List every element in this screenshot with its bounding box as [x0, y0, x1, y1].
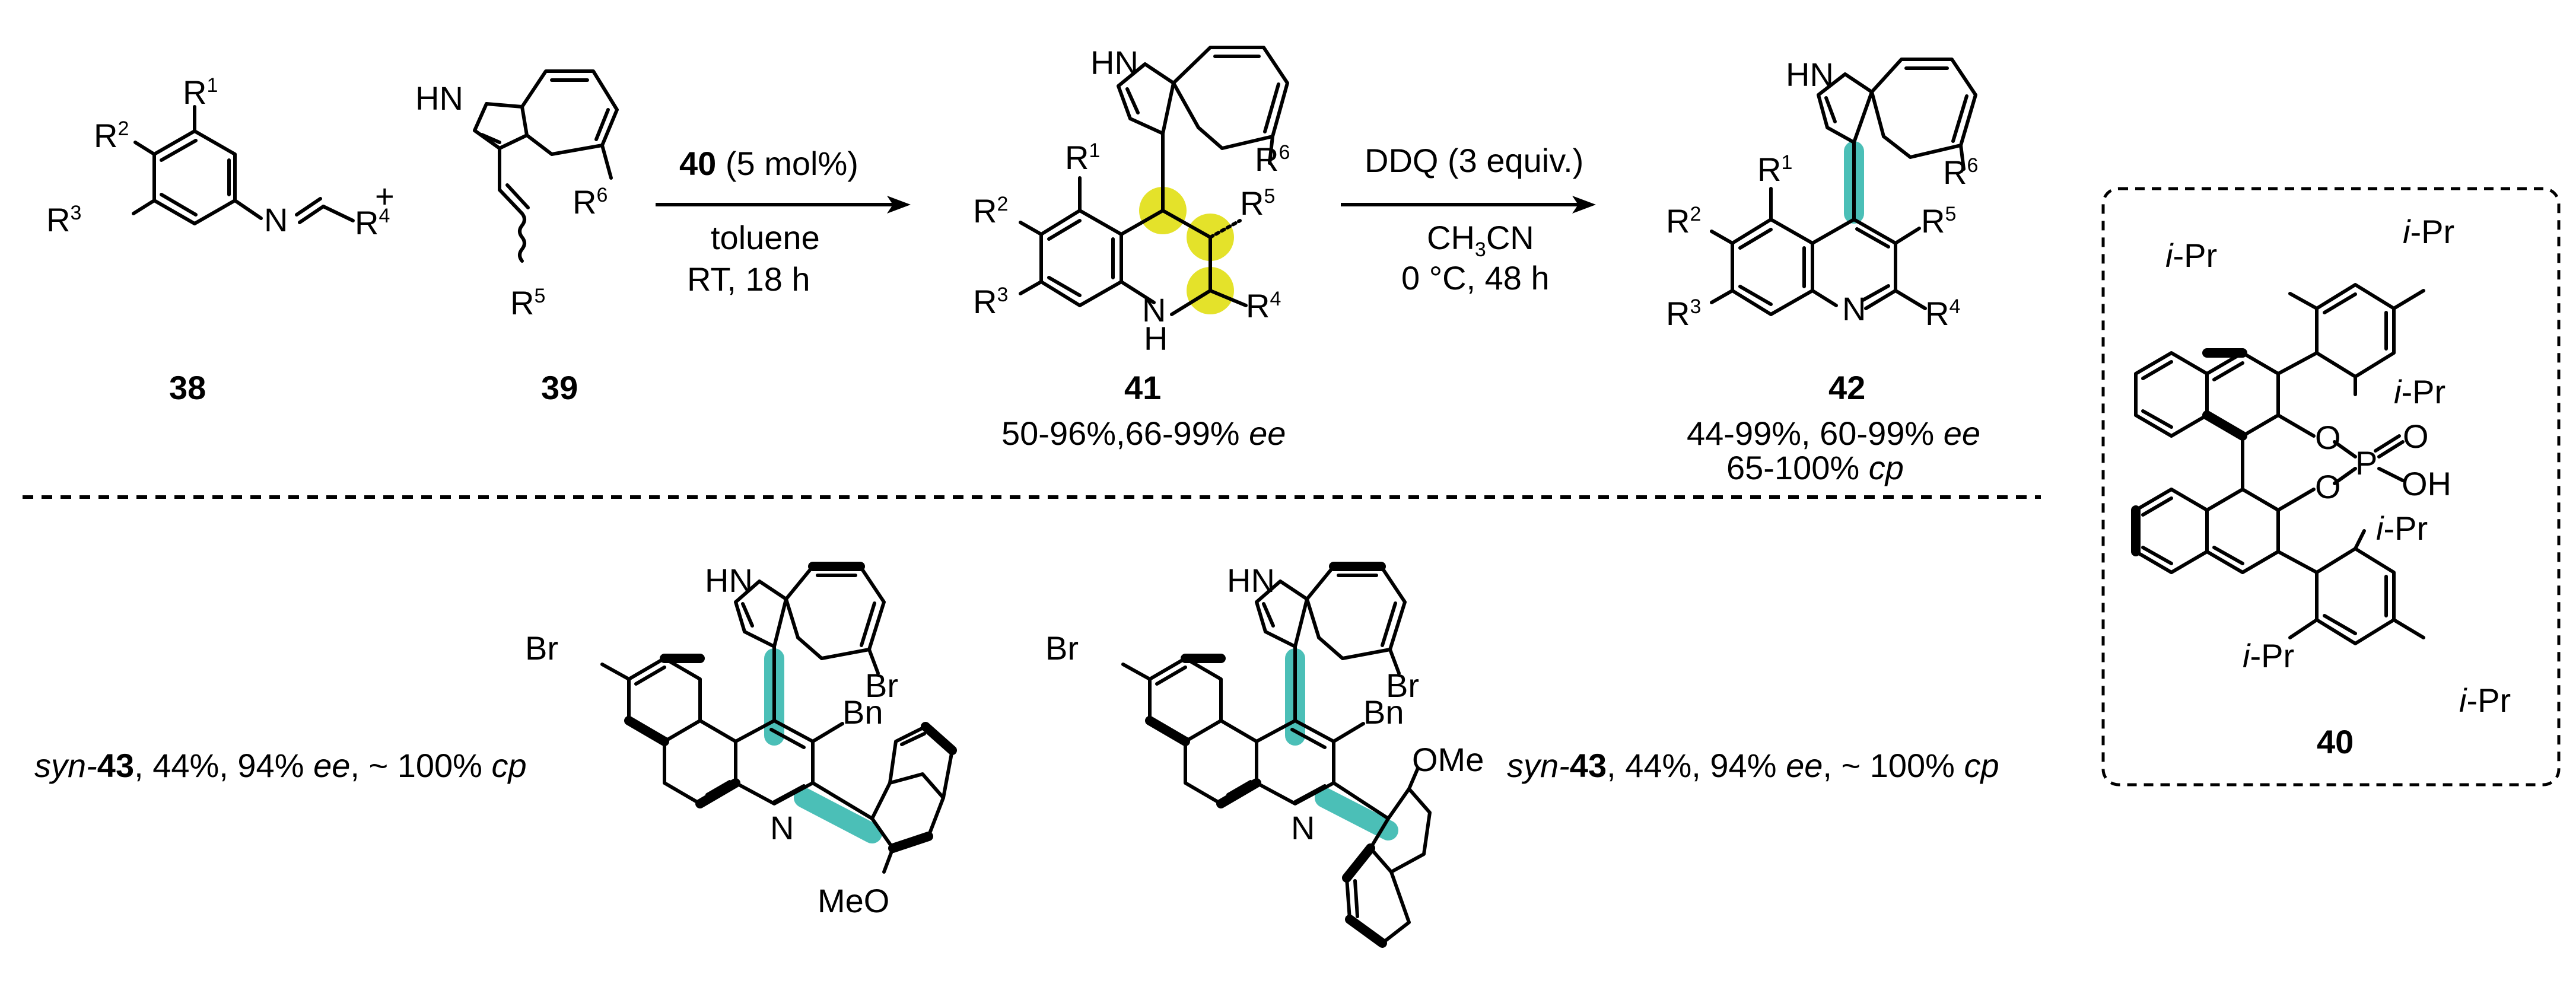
c43b-bn: Bn — [1363, 693, 1404, 731]
c40-ipr-5: i-Pr — [2243, 637, 2294, 674]
c41-label: 41 — [1124, 369, 1161, 406]
plus-sign: + — [375, 177, 395, 215]
c43a-n: N — [770, 809, 794, 846]
c41-r2: R2 — [973, 192, 1008, 230]
c41-yield: 50-96%,66-99% ee — [1001, 415, 1286, 452]
c41-r3: R3 — [973, 283, 1008, 320]
arrow-step-2: DDQ (3 equiv.) CH3CN 0 °C, 48 h — [1341, 142, 1596, 297]
caption-right: syn-43, 44%, 94% ee, ~ 100% cp — [1507, 747, 1999, 784]
c41-bonds — [1019, 46, 1289, 316]
c43b-ome: OMe — [1412, 741, 1484, 778]
step2-conditions: 0 °C, 48 h — [1401, 259, 1550, 297]
step2-reagent: DDQ (3 equiv.) — [1365, 142, 1583, 179]
c42-bonds — [1710, 58, 1977, 316]
c38-r4: R4 — [355, 204, 390, 241]
c43b-bold-1 — [1145, 716, 1190, 746]
c40-bold-bond-2 — [2202, 410, 2247, 441]
c42-r5: R5 — [1921, 202, 1956, 240]
c39-hn: HN — [415, 79, 463, 117]
c43a-bold-6 — [921, 722, 957, 755]
caption-left: syn-43, 44%, 94% ee, ~ 100% cp — [34, 747, 527, 784]
c43a-bold-5 — [888, 832, 933, 853]
step2-solvent: CH3CN — [1427, 219, 1534, 261]
c42-r4: R4 — [1925, 295, 1960, 332]
step1-solvent: toluene — [711, 219, 820, 256]
compound-40: i-Pr i-Pr i-Pr i-Pr i-Pr i-Pr O O P O OH… — [2101, 187, 2561, 787]
step1-conditions: RT, 18 h — [687, 260, 810, 298]
c39-bonds — [473, 69, 619, 263]
c43b-bold-5 — [1345, 915, 1387, 948]
c43b-bold-3 — [1216, 778, 1261, 808]
c41-hn: HN — [1090, 44, 1138, 81]
c43a-ome: MeO — [818, 882, 889, 919]
c42-cp: 65-100% cp — [1726, 449, 1904, 486]
c43b-hn: HN — [1227, 562, 1275, 599]
c42-hn: HN — [1786, 56, 1834, 93]
c42-r6: R6 — [1943, 154, 1978, 191]
c38-r3: R3 — [46, 201, 81, 238]
compound-42: HN R1 R2 R3 R5 R6 N R4 42 44-99%, 60-99%… — [1666, 56, 1980, 486]
c39-r5: R5 — [510, 284, 545, 321]
c40-ipr-4: i-Pr — [2376, 510, 2428, 547]
c43a-br-1: Br — [525, 629, 558, 667]
c39-r6: R6 — [573, 183, 608, 221]
c41-h: H — [1144, 320, 1168, 357]
c41-n: N — [1142, 291, 1166, 329]
compound-38: R1 R2 R3 N R4 38 — [46, 74, 390, 406]
c42-r3: R3 — [1666, 295, 1701, 332]
c40-oh: OH — [2402, 465, 2451, 502]
c42-n: N — [1842, 290, 1866, 327]
c42-yield: 44-99%, 60-99% ee — [1687, 415, 1980, 452]
c40-o-3: O — [2403, 418, 2429, 455]
c40-ipr-6: i-Pr — [2459, 682, 2511, 719]
c40-ipr-3: i-Pr — [2394, 373, 2445, 410]
c43b-br-2: Br — [1386, 667, 1419, 704]
c41-r1: R1 — [1065, 139, 1100, 176]
compound-41: HN R1 R2 R3 R5 R6 N H R4 41 50-96%,66-99… — [973, 44, 1290, 452]
c40-ipr-2: i-Pr — [2403, 213, 2454, 250]
c43a-hn: HN — [705, 562, 753, 599]
arrow-step-1: 40 (5 mol%) toluene RT, 18 h — [656, 145, 911, 298]
c40-o-1: O — [2315, 419, 2341, 456]
c38-n: N — [264, 201, 288, 238]
c43b-br-1: Br — [1045, 629, 1079, 667]
c40-label: 40 — [2317, 723, 2354, 760]
catalyst-box — [2101, 187, 2561, 787]
c43a-bold-1 — [624, 716, 669, 746]
c43b-n: N — [1291, 809, 1315, 846]
c41-r4: R4 — [1246, 287, 1281, 324]
c43a-bold-3 — [695, 778, 740, 808]
compound-43-right: HN Br Br Bn N OMe — [1045, 562, 1484, 948]
c38-label: 38 — [169, 369, 206, 406]
c41-r6: R6 — [1255, 141, 1290, 178]
step1-catalyst: 40 (5 mol%) — [679, 145, 858, 182]
compound-39: HN R6 R5 39 — [415, 69, 619, 406]
c43a-br-2: Br — [865, 667, 898, 704]
compound-43-left: HN Br Br Bn N MeO — [525, 562, 957, 919]
c43a-bn: Bn — [842, 693, 883, 731]
c40-o-2: O — [2315, 468, 2341, 505]
c40-bonds — [2134, 283, 2425, 645]
c40-ipr-1: i-Pr — [2165, 237, 2217, 274]
c39-label: 39 — [541, 369, 578, 406]
c38-r1: R1 — [183, 74, 218, 111]
c42-label: 42 — [1828, 369, 1865, 406]
c38-bonds — [132, 105, 355, 225]
c43b-bold-6 — [1342, 843, 1375, 883]
c43b-bonds — [1121, 565, 1432, 945]
c43b-axis-highlight-2 — [1315, 788, 1398, 840]
c41-r5: R5 — [1240, 184, 1275, 222]
c43a-axis-highlight-2 — [794, 788, 882, 843]
c42-r2: R2 — [1666, 202, 1701, 240]
c42-r1: R1 — [1757, 151, 1792, 188]
c38-r2: R2 — [94, 117, 129, 154]
c40-p: P — [2355, 444, 2377, 482]
